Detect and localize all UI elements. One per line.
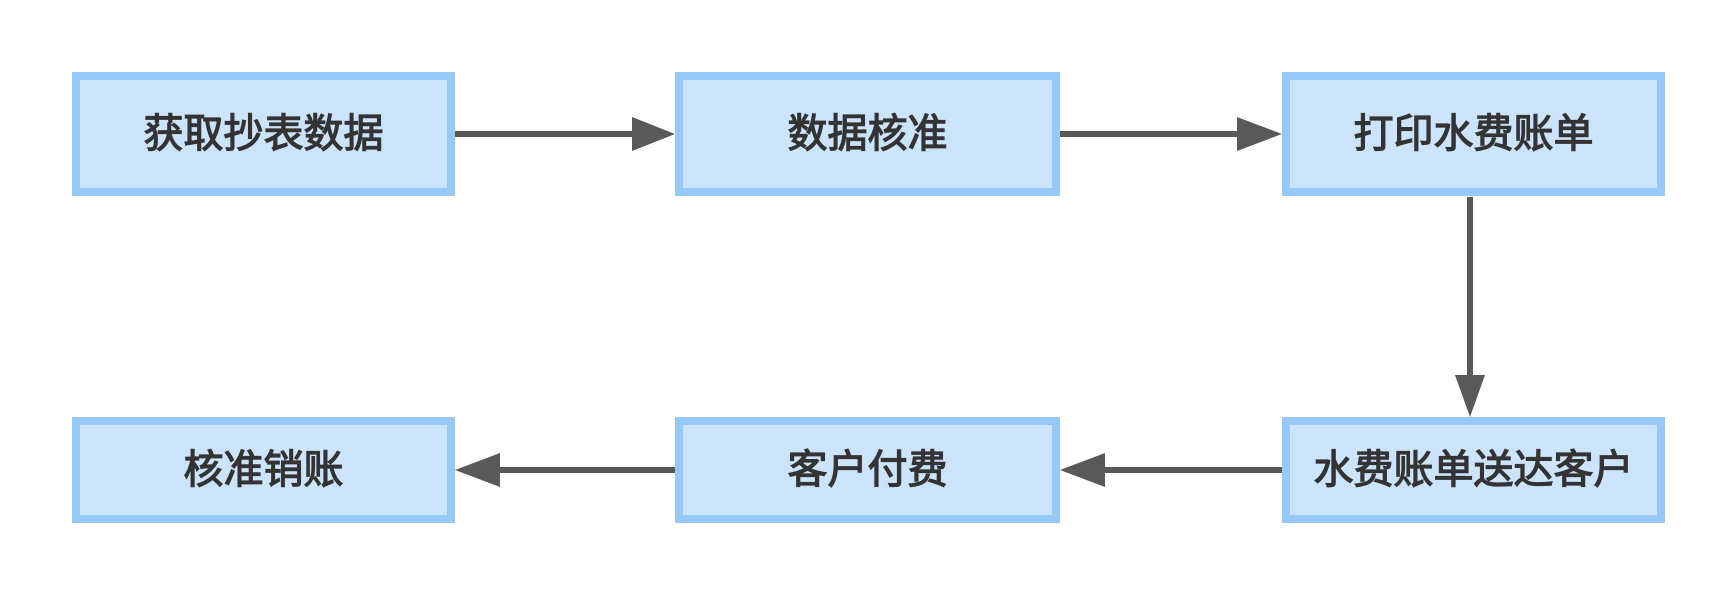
flow-node-get-meter-data: 获取抄表数据	[72, 72, 455, 196]
node-label: 客户付费	[787, 448, 948, 492]
flow-node-data-verification: 数据核准	[675, 72, 1060, 196]
flow-node-print-water-bill: 打印水费账单	[1282, 72, 1665, 196]
node-label: 数据核准	[787, 112, 948, 156]
flow-node-bill-delivered-to-customer: 水费账单送达客户	[1282, 417, 1665, 523]
arrow-deliver-to-pay	[1060, 453, 1282, 487]
flow-node-customer-payment: 客户付费	[675, 417, 1060, 523]
node-label: 打印水费账单	[1353, 112, 1594, 156]
node-label: 核准销账	[183, 448, 344, 492]
node-label: 获取抄表数据	[143, 112, 384, 156]
flow-node-verify-write-off: 核准销账	[72, 417, 455, 523]
arrow-acquire-to-verify	[455, 117, 675, 151]
arrow-pay-to-writeoff	[455, 453, 675, 487]
arrow-verify-to-print	[1060, 117, 1282, 151]
arrow-print-to-deliver	[1455, 197, 1485, 417]
node-label: 水费账单送达客户	[1313, 448, 1634, 492]
